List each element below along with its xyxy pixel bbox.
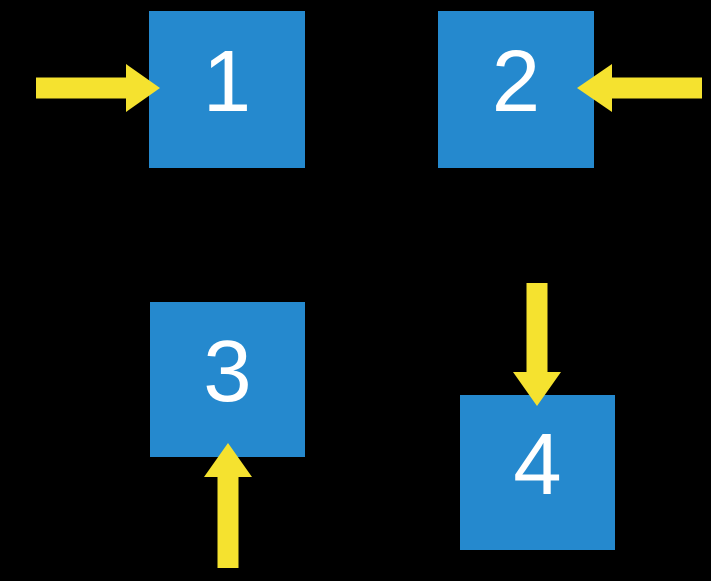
box-label: 2 — [491, 33, 541, 130]
arrow-left-icon — [577, 64, 702, 112]
box-label: 3 — [203, 323, 252, 420]
box-label: 1 — [202, 33, 252, 130]
numbered-box-2: 2 — [438, 11, 594, 168]
arrow-right-icon — [36, 64, 160, 112]
numbered-box-4: 4 — [460, 395, 615, 550]
arrow-up-icon — [204, 443, 252, 568]
box-label: 4 — [513, 416, 562, 513]
arrow-down-icon — [513, 283, 561, 406]
numbered-box-3: 3 — [150, 302, 305, 457]
numbered-box-1: 1 — [149, 11, 305, 168]
